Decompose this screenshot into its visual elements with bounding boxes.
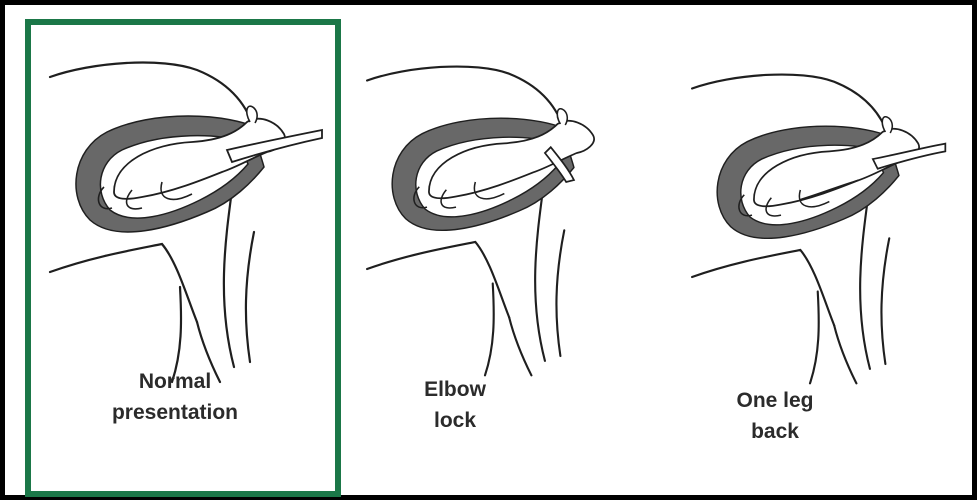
elbow-lock-illustration — [340, 22, 630, 342]
caption-normal-presentation: Normal presentation — [60, 366, 290, 428]
caption-elbow-lock: Elbow lock — [380, 374, 530, 436]
caption-one-leg-back: One leg back — [700, 385, 850, 447]
normal-presentation-illustration — [22, 22, 322, 342]
one-leg-back-illustration — [665, 30, 955, 350]
